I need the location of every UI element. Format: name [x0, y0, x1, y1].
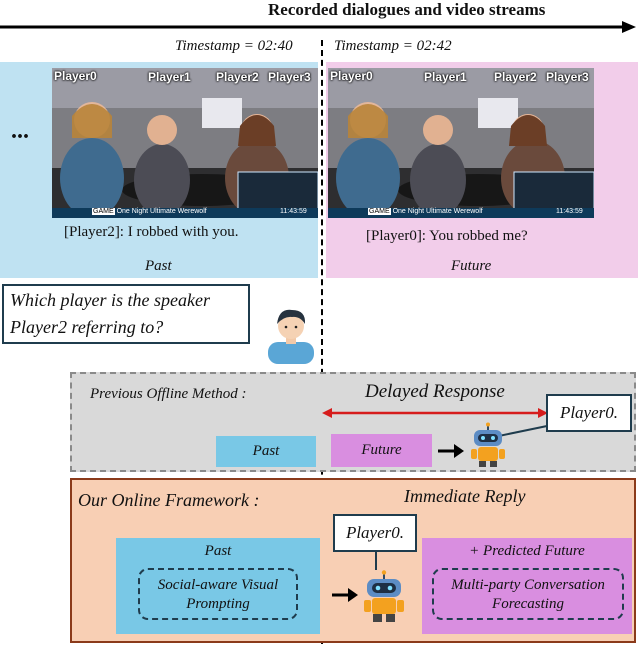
- online-future-title: + Predicted Future: [469, 543, 585, 559]
- overlay-game-title: GAME One Night Ultimate Werewolf: [92, 208, 207, 215]
- timeline-ellipsis: ···: [10, 124, 30, 150]
- online-label: Our Online Framework :: [78, 490, 260, 510]
- offline-future-chip: Future: [331, 434, 432, 467]
- player-label-3: Player3: [546, 70, 589, 84]
- delay-arrow: [322, 408, 548, 418]
- player-label-0: Player0: [330, 69, 373, 83]
- delayed-response-label: Delayed Response: [365, 381, 505, 402]
- social-visual-prompting-module: Social-aware Visual Prompting: [138, 568, 298, 620]
- overlay-time: 11:43:59: [280, 208, 307, 215]
- offline-past-chip: Past: [216, 436, 316, 467]
- overlay-game-name: One Night Ultimate Werewolf: [392, 208, 483, 215]
- overlay-game: GAME: [92, 208, 115, 215]
- timeline-arrow: [0, 21, 636, 33]
- overlay-time: 11:43:59: [556, 208, 583, 215]
- player-label-2: Player2: [494, 70, 537, 84]
- video-frame-future: Player0 Player1 Player2 Player3 GAME One…: [328, 68, 594, 218]
- timestamp-future: Timestamp = 02:42: [334, 38, 452, 54]
- online-past-title: Past: [204, 543, 232, 559]
- video-scene-future: [328, 68, 594, 218]
- overlay-game: GAME: [368, 208, 391, 215]
- overlay-game-name: One Night Ultimate Werewolf: [116, 208, 207, 215]
- online-answer-tail: [375, 552, 377, 570]
- video-frame-past: Player0 Player1 Player2 Player3 GAME One…: [52, 68, 318, 218]
- offline-label: Previous Offline Method :: [90, 386, 247, 402]
- offline-answer: Player0.: [546, 394, 632, 432]
- future-dialogue: [Player0]: You robbed me?: [366, 228, 528, 244]
- online-answer: Player0.: [333, 514, 417, 552]
- immediate-reply-label: Immediate Reply: [404, 486, 526, 506]
- player-label-1: Player1: [148, 70, 191, 84]
- past-caption: Past: [145, 258, 172, 274]
- timeline-title: Recorded dialogues and video streams: [268, 0, 546, 19]
- conversation-forecasting-module: Multi-party Conversation Forecasting: [432, 568, 624, 620]
- future-caption: Future: [451, 258, 492, 274]
- past-dialogue: [Player2]: I robbed with you.: [64, 224, 239, 240]
- player-label-1: Player1: [424, 70, 467, 84]
- robot-icon: [364, 570, 404, 622]
- robot-icon: [471, 422, 505, 467]
- timestamp-past: Timestamp = 02:40: [175, 38, 293, 54]
- player-label-0: Player0: [54, 69, 97, 83]
- question-box: Which player is the speaker Player2 refe…: [2, 284, 250, 344]
- overlay-game-title: GAME One Night Ultimate Werewolf: [368, 208, 483, 215]
- video-scene-past: [52, 68, 318, 218]
- player-label-3: Player3: [268, 70, 311, 84]
- right-arrow-icon: [332, 588, 358, 602]
- player-label-2: Player2: [216, 70, 259, 84]
- now-divider: [321, 40, 323, 644]
- right-arrow-icon: [438, 444, 464, 458]
- person-avatar-icon: [268, 309, 314, 364]
